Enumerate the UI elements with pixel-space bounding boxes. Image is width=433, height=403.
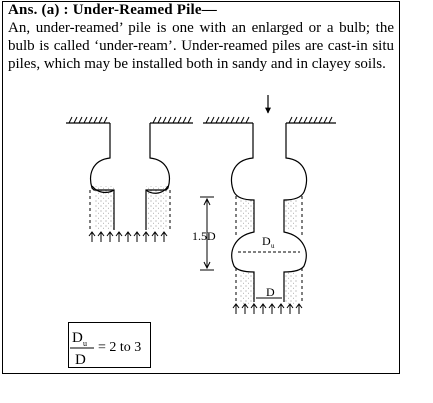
answer-paragraph: An, under-reamed’ pile is one with an en… — [8, 20, 394, 72]
formula-box — [68, 322, 151, 368]
answer-heading: Ans. (a) : Under-Reamed Pile— — [8, 2, 217, 18]
formula-numerator: D — [72, 330, 83, 346]
single-bulb-pile — [66, 116, 193, 242]
formula-numerator-subscript: u — [83, 339, 87, 348]
ratio-formula: D u D = 2 to 3 — [70, 330, 141, 368]
answer-box — [2, 1, 400, 374]
spacing-label: 1.5D — [192, 229, 216, 243]
shaft-diameter-label: D — [266, 285, 275, 299]
double-bulb-pile — [200, 95, 336, 314]
bulb-diameter-subscript: u — [271, 242, 275, 250]
formula-denominator: D — [75, 352, 86, 368]
formula-rhs: = 2 to 3 — [98, 340, 141, 355]
bulb-diameter-label: D — [262, 234, 271, 248]
